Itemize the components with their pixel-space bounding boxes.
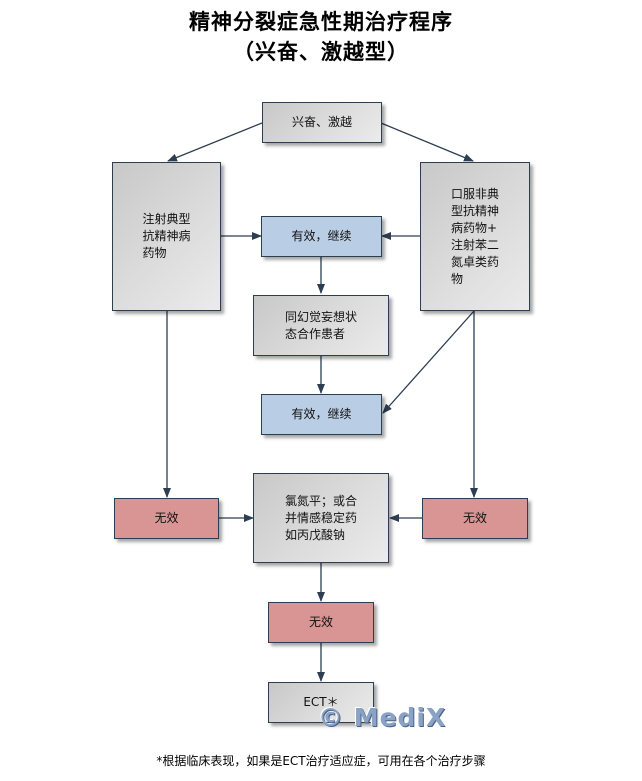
node-label: 兴奋、激越 <box>291 115 352 129</box>
node-effective-continue-1: 有效，继续 <box>261 216 382 257</box>
node-ineffective-bottom: 无效 <box>268 602 374 643</box>
node-atypical-oral-plus-benzo: 口服非典 型抗精神 病药物+ 注射苯二 氮卓类药 物 <box>420 162 530 311</box>
diagram-title: 精神分裂症急性期治疗程序 <box>189 10 453 34</box>
node-effective-continue-2: 有效，继续 <box>261 394 382 435</box>
node-label: 同幻觉妄想状 态合作患者 <box>284 309 357 341</box>
diagram-subtitle: （兴奋、激越型） <box>233 40 409 64</box>
watermark: © MediX <box>318 703 447 732</box>
node-hallucination-cooperative: 同幻觉妄想状 态合作患者 <box>253 295 389 356</box>
node-label: 氯氮平；或合 并情感稳定药 如丙戊酸钠 <box>284 493 357 542</box>
node-label: ECT＊ <box>303 695 339 709</box>
edge-start-to-right <box>380 122 474 162</box>
node-typical-antipsychotic-injection: 注射典型 抗精神病 药物 <box>112 162 221 311</box>
node-clozapine-or-mood-stabilizer: 氯氮平；或合 并情感稳定药 如丙戊酸钠 <box>253 473 389 563</box>
node-label: 有效，继续 <box>291 229 352 243</box>
node-label: 口服非典 型抗精神 病药物+ 注射苯二 氮卓类药 物 <box>450 186 499 286</box>
node-label: 无效 <box>154 511 179 525</box>
node-ineffective-left: 无效 <box>114 498 219 539</box>
node-label: 无效 <box>462 511 487 525</box>
node-label: 有效，继续 <box>291 407 352 421</box>
footnote: *根据临床表现，如果是ECT治疗适应症，可用在各个治疗步骤 <box>156 754 486 768</box>
node-ect: ECT＊ <box>268 682 374 723</box>
node-label: 注射典型 抗精神病 药物 <box>142 212 191 260</box>
edge-start-to-left <box>167 122 263 162</box>
node-ineffective-right: 无效 <box>422 498 528 539</box>
edge-right-to-effective2 <box>382 310 475 414</box>
node-start: 兴奋、激越 <box>262 102 382 143</box>
node-label: 无效 <box>308 615 333 629</box>
